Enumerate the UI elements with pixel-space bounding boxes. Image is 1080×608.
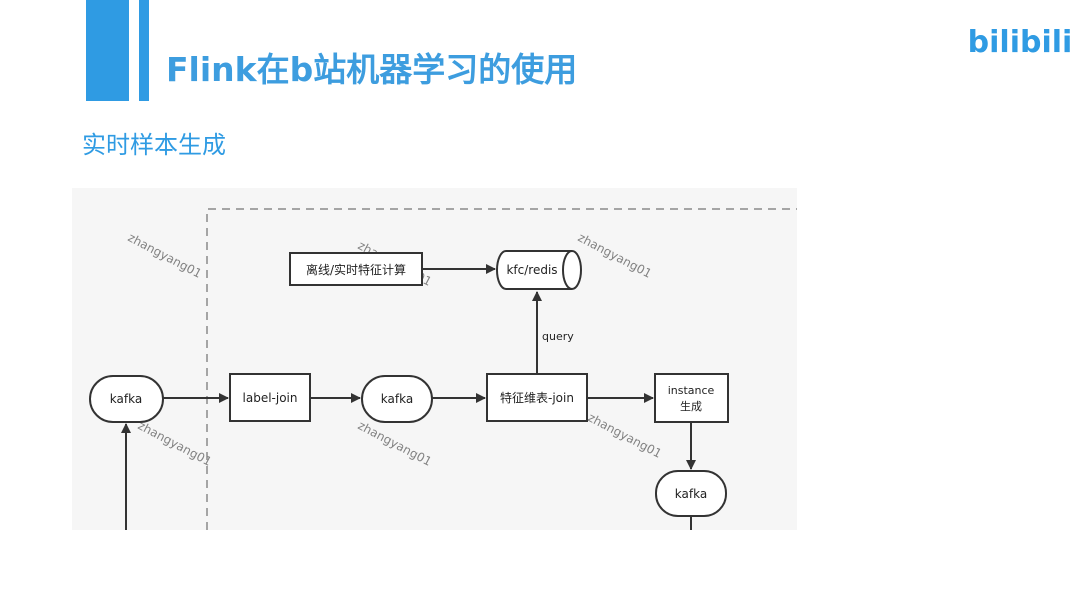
node-label: kafka <box>675 487 707 501</box>
node-kafka-mid: kafka <box>361 375 433 423</box>
watermark-text: zhangyang01 <box>576 230 654 281</box>
flow-diagram: zhangyang01 zhangyang01 zhangyang01 zhan… <box>72 188 797 530</box>
node-label: kafka <box>381 392 413 406</box>
watermark-text: zhangyang01 <box>586 410 664 461</box>
node-label-line2: 生成 <box>680 399 702 413</box>
node-kafka-sink: kafka <box>655 470 727 517</box>
edge-label-query: query <box>542 330 574 343</box>
node-label: label-join <box>243 391 298 405</box>
node-instance-generation: instance 生成 <box>654 373 729 423</box>
bilibili-logo: bilibili <box>970 25 1070 60</box>
node-kfc-redis-store: kfc/redis <box>496 250 582 290</box>
node-label-line1: instance <box>668 384 715 397</box>
watermark-text: zhangyang01 <box>356 418 434 469</box>
accent-bar-wide <box>86 0 129 101</box>
watermark-text: zhangyang01 <box>136 418 214 469</box>
bilibili-logo-text: bilibili <box>970 25 1070 60</box>
watermark-text: zhangyang01 <box>126 230 204 281</box>
node-label-join: label-join <box>229 373 311 422</box>
node-label: kfc/redis <box>506 263 557 277</box>
slide-title: Flink在b站机器学习的使用 <box>166 50 578 89</box>
node-label: 特征维表-join <box>500 390 574 405</box>
accent-bar-narrow <box>139 0 149 101</box>
node-kafka-source: kafka <box>89 375 164 423</box>
flow-diagram-svg: zhangyang01 zhangyang01 zhangyang01 zhan… <box>89 208 797 530</box>
node-label: kafka <box>110 392 142 406</box>
slide-subtitle: 实时样本生成 <box>82 131 226 159</box>
node-offline-realtime-features: 离线/实时特征计算 <box>289 252 423 286</box>
node-label: 离线/实时特征计算 <box>306 262 406 277</box>
node-feature-dim-join: 特征维表-join <box>486 373 588 422</box>
dashed-boundary <box>206 208 797 530</box>
